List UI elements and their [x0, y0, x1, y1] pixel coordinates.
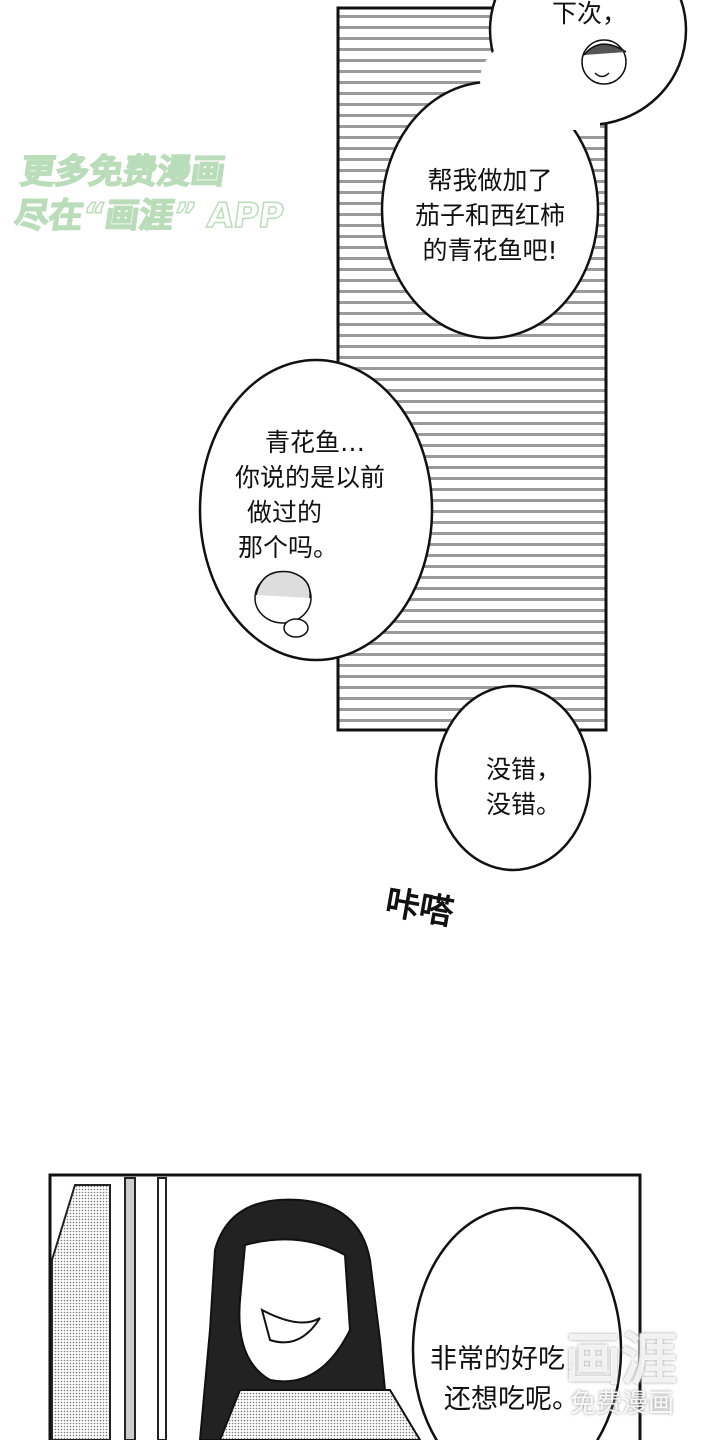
bubble-question-text: 青花鱼… 你说的是以前 做过的 那个吗。: [235, 425, 385, 565]
line: 茄子和西红柿: [414, 201, 565, 230]
watermark-top: 更多免费漫画 尽在“画涯” APP: [11, 150, 293, 238]
door-frame: [51, 1177, 167, 1440]
line: 非常的好吃，: [430, 1344, 592, 1375]
line: 做过的: [247, 498, 323, 527]
line: 帮我做加了: [427, 166, 553, 195]
line: 没错。: [486, 790, 562, 819]
line: 还想吃呢。: [444, 1384, 579, 1415]
bubble-top-text: 下次，: [552, 0, 628, 28]
speech-bubble-praise: [411, 1206, 623, 1440]
line: 没错，: [486, 755, 562, 784]
line: 那个吗。: [238, 533, 339, 562]
bubble-confirm-text: 没错， 没错。: [486, 752, 561, 822]
chibi-face-icon: [581, 39, 627, 85]
line: 青花鱼…: [265, 428, 366, 457]
bubble-request-text: 帮我做加了 茄子和西红柿 的青花鱼吧!: [410, 163, 570, 268]
watermark-sub: 免费漫画: [570, 1389, 675, 1419]
watermark-logo: 画涯: [565, 1328, 677, 1393]
character-man: [198, 1198, 422, 1440]
speech-bubble-question: [198, 358, 434, 662]
watermark-line1: 更多免费漫画: [18, 151, 229, 193]
watermark-line2: 尽在“画涯” APP: [11, 195, 287, 237]
speech-bubble-confirm: [434, 684, 592, 872]
chibi-boy-icon: [254, 570, 312, 638]
bubble-praise-text: 非常的好吃， 还想吃呢。: [430, 1340, 592, 1420]
line: 的青花鱼吧!: [422, 236, 558, 265]
line: 你说的是以前: [235, 463, 386, 492]
